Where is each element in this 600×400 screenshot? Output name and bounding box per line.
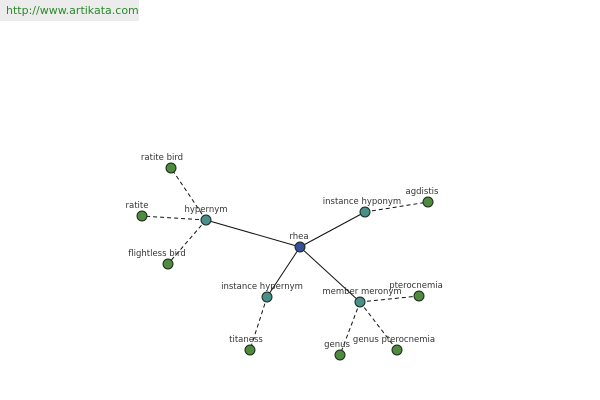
node-label-member-meronym: member meronym xyxy=(322,287,401,297)
edge-instance-hypernym-to-titaness xyxy=(249,296,268,351)
node-genus[interactable] xyxy=(334,349,346,361)
node-label-flightless-bird: flightless bird xyxy=(128,249,185,259)
node-label-ratite-bird: ratite bird xyxy=(141,153,183,163)
node-label-agdistis: agdistis xyxy=(406,187,439,197)
node-label-instance-hyponym: instance hyponym xyxy=(323,197,401,207)
node-label-titaness: titaness xyxy=(229,335,263,345)
node-titaness[interactable] xyxy=(244,344,256,356)
edge-rhea-to-instance-hypernym xyxy=(266,246,301,298)
node-ratite[interactable] xyxy=(136,210,148,222)
labels-layer: rhea hypernym instance hyponym instance hyp… xyxy=(126,153,443,350)
node-genus-pterocnemia[interactable] xyxy=(391,344,403,356)
node-member-meronym[interactable] xyxy=(354,296,366,308)
node-pterocnemia[interactable] xyxy=(413,290,425,302)
node-ratite-bird[interactable] xyxy=(165,162,177,174)
node-label-rhea: rhea xyxy=(289,232,308,242)
node-agdistis[interactable] xyxy=(422,196,434,208)
node-label-genus-pterocnemia: genus pterocnemia xyxy=(353,335,435,345)
node-label-hypernym: hypernym xyxy=(184,205,227,215)
node-flightless-bird[interactable] xyxy=(162,258,174,270)
edge-hypernym-to-ratite xyxy=(141,215,207,221)
nodes-layer xyxy=(136,162,434,361)
edge-member-meronym-to-genus-pterocnemia xyxy=(359,301,398,351)
node-label-genus: genus xyxy=(324,340,350,350)
edge-hypernym-to-flightless-bird xyxy=(167,219,207,265)
node-instance-hypernym[interactable] xyxy=(261,291,273,303)
edge-member-meronym-to-genus xyxy=(339,301,361,356)
edge-hypernym-to-ratite-bird xyxy=(170,167,207,221)
node-label-ratite: ratite xyxy=(126,201,149,211)
node-instance-hyponym[interactable] xyxy=(359,206,371,218)
node-rhea[interactable] xyxy=(294,241,306,253)
edge-instance-hyponym-to-agdistis xyxy=(364,201,429,213)
node-label-instance-hypernym: instance hypernym xyxy=(221,282,303,292)
source-link[interactable]: http://www.artikata.com xyxy=(0,0,139,21)
node-label-pterocnemia: pterocnemia xyxy=(389,281,443,291)
edge-rhea-to-member-meronym xyxy=(299,246,361,303)
edges-layer xyxy=(141,167,429,356)
edge-rhea-to-instance-hyponym xyxy=(299,211,366,248)
node-hypernym[interactable] xyxy=(200,214,212,226)
edge-member-meronym-to-pterocnemia xyxy=(359,295,420,303)
edge-rhea-to-hypernym xyxy=(205,219,301,248)
